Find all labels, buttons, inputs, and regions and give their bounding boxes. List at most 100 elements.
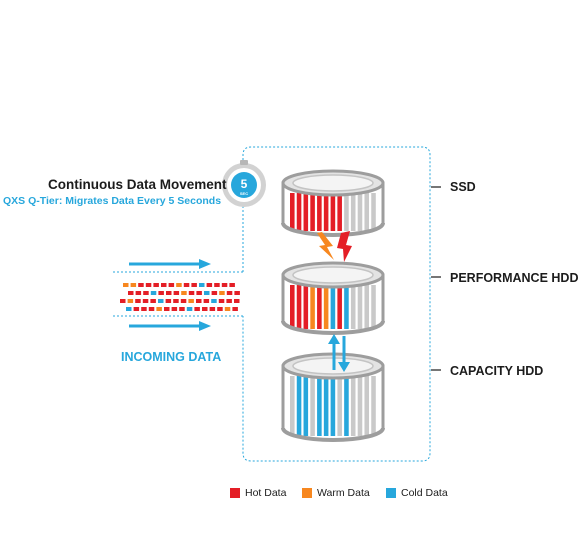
data-block xyxy=(166,291,172,295)
legend-item-cold: Cold Data xyxy=(386,486,448,500)
data-block xyxy=(130,283,137,287)
incoming-arrow-head xyxy=(199,259,211,269)
data-block xyxy=(165,299,172,303)
migration-arrows xyxy=(317,231,352,372)
drum-segment xyxy=(357,285,363,329)
tier-label-ssd: SSD xyxy=(450,180,476,194)
drum-segment xyxy=(290,193,295,231)
drum-bottom-rim xyxy=(281,427,385,442)
drum-segment xyxy=(371,285,376,329)
data-block xyxy=(219,291,225,295)
drum-segment xyxy=(317,376,322,436)
data-block xyxy=(176,283,182,287)
drum-segment xyxy=(330,285,336,329)
legend-item-hot: Hot Data xyxy=(230,486,286,500)
data-block xyxy=(150,291,157,295)
drum-segment xyxy=(330,193,336,231)
data-block xyxy=(128,291,134,295)
data-block xyxy=(196,299,202,303)
drum-segment xyxy=(303,285,309,329)
data-block xyxy=(161,283,167,287)
data-block xyxy=(188,291,195,295)
data-block xyxy=(127,299,134,303)
timer-unit: SEC xyxy=(240,191,248,196)
data-block xyxy=(191,283,197,287)
drum-segment xyxy=(310,193,315,231)
drum-segment xyxy=(364,193,370,231)
data-block xyxy=(181,291,187,295)
diagram-title: Continuous Data Movement xyxy=(48,177,227,192)
data-block xyxy=(196,291,202,295)
data-block xyxy=(135,291,142,295)
data-block xyxy=(173,299,179,303)
drum-segment xyxy=(337,193,342,231)
data-block xyxy=(126,307,132,311)
drum-segment xyxy=(371,376,376,436)
drum-segment xyxy=(337,285,342,329)
up-arrow-icon xyxy=(328,334,340,344)
drum-segment xyxy=(337,376,342,436)
legend-label-warm: Warm Data xyxy=(317,487,370,499)
drum-segment xyxy=(290,376,295,436)
data-block xyxy=(206,283,213,287)
legend-swatch-cold xyxy=(386,488,396,498)
legend-label-hot: Hot Data xyxy=(245,487,287,499)
down-arrow-icon xyxy=(338,362,350,372)
drum-segment xyxy=(371,193,376,231)
tier-label-performance-hdd: PERFORMANCE HDD xyxy=(450,271,579,285)
data-block xyxy=(214,283,220,287)
tier-label-ticks xyxy=(431,186,441,371)
data-block xyxy=(204,291,210,295)
diagram-subtitle: QXS Q-Tier: Migrates Data Every 5 Second… xyxy=(3,195,222,207)
storage-drum-ssd xyxy=(281,169,385,237)
lightning-bolt-icon xyxy=(317,232,334,260)
drum-segment xyxy=(344,376,349,436)
legend-item-warm: Warm Data xyxy=(302,486,370,500)
incoming-data-stream xyxy=(113,259,243,331)
data-block xyxy=(194,307,200,311)
drum-segment xyxy=(296,376,302,436)
storage-drum-performance-hdd xyxy=(281,261,385,335)
data-block xyxy=(156,307,162,311)
data-block xyxy=(186,307,193,311)
drum-segment xyxy=(357,193,363,231)
tier-label-capacity-hdd: CAPACITY HDD xyxy=(450,364,544,378)
drum-segment xyxy=(350,285,356,329)
drum-top-inner xyxy=(292,174,374,192)
data-block xyxy=(180,299,187,303)
data-block xyxy=(203,299,210,303)
data-block xyxy=(120,299,126,303)
drum-segment xyxy=(350,376,356,436)
data-block xyxy=(218,299,225,303)
data-block xyxy=(145,283,152,287)
incoming-arrow-head xyxy=(199,321,211,331)
tier-container-border xyxy=(242,146,431,462)
data-block xyxy=(226,291,233,295)
drum-segment xyxy=(303,376,309,436)
legend-label-cold: Cold Data xyxy=(401,487,448,499)
data-block xyxy=(188,299,194,303)
storage-tiers xyxy=(281,169,385,442)
data-block xyxy=(217,307,223,311)
data-block xyxy=(234,299,240,303)
data-block xyxy=(150,299,156,303)
data-block xyxy=(148,307,155,311)
data-block xyxy=(158,291,164,295)
drum-segment xyxy=(303,193,309,231)
drum-segment xyxy=(357,376,363,436)
legend-swatch-warm xyxy=(302,488,312,498)
drum-segment xyxy=(350,193,356,231)
data-block xyxy=(135,299,141,303)
data-block xyxy=(211,291,218,295)
data-block xyxy=(226,299,232,303)
data-block xyxy=(133,307,140,311)
data-block xyxy=(224,307,231,311)
tier-container-outline xyxy=(242,146,431,462)
drum-bottom-rim xyxy=(281,320,385,335)
data-block xyxy=(158,299,164,303)
drum-segment xyxy=(310,285,315,329)
data-block xyxy=(153,283,159,287)
drum-segment xyxy=(317,193,322,231)
drum-segment xyxy=(344,285,349,329)
